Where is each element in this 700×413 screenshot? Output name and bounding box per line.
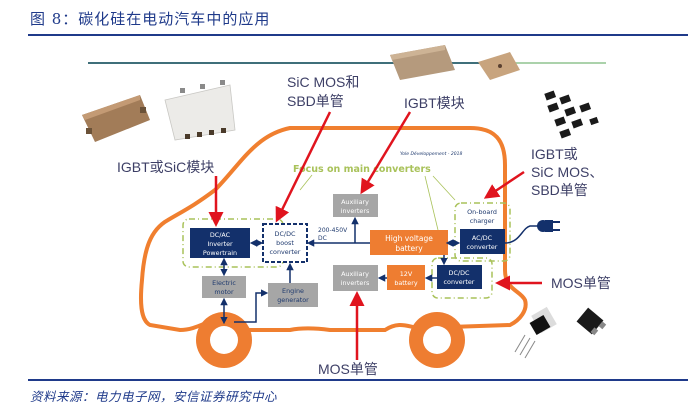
svg-text:converter: converter: [467, 243, 498, 251]
svg-text:Inverter: Inverter: [207, 240, 233, 248]
svg-text:DC/DC: DC/DC: [275, 230, 296, 238]
focus-label: Focus on main converters: [293, 164, 431, 175]
block-acdc-converter: AC/DC converter: [460, 229, 505, 254]
svg-text:converter: converter: [270, 248, 301, 256]
svg-text:converter: converter: [444, 278, 475, 286]
igbt-module-photo-left: [82, 95, 150, 142]
onboard-charger-label: charger: [470, 217, 495, 225]
power-flow-connections: [220, 216, 538, 325]
svg-text:Auxiliary: Auxiliary: [341, 270, 369, 278]
voltage-label: 200-450V: [318, 227, 348, 234]
block-engine-generator: Engine generator: [268, 283, 318, 307]
svg-text:DC/AC: DC/AC: [210, 231, 231, 239]
yole-credit: Yole Développement - 2018: [400, 150, 462, 157]
svg-text:12V: 12V: [400, 270, 413, 278]
callout-igbt-or-sic-module: IGBT或SiC模块: [117, 159, 214, 175]
svg-text:High voltage: High voltage: [385, 234, 433, 243]
igbt-module-photo-small: [478, 52, 520, 80]
rear-wheel: [409, 312, 465, 368]
callout-charger-line1: IGBT或: [531, 146, 578, 162]
block-dcac-inverter: DC/AC Inverter Powertrain: [190, 228, 250, 258]
callout-charger-line3: SBD单管: [531, 182, 588, 198]
block-12v-battery: 12V battery: [387, 265, 425, 290]
svg-text:DC/DC: DC/DC: [449, 269, 470, 277]
to220-transistor-photo: [514, 306, 557, 359]
callout-mos-discrete-bottom: MOS单管: [318, 361, 378, 377]
block-hv-battery: High voltage battery: [370, 230, 448, 255]
callout-charger-line2: SiC MOS、: [531, 164, 603, 180]
callout-arrows: [208, 111, 542, 360]
svg-text:Auxiliary: Auxiliary: [341, 198, 369, 206]
discrete-transistors-photo: [544, 90, 599, 139]
block-aux-inverters-top: Auxiliary inverters: [333, 194, 378, 217]
focus-pointer: [299, 174, 313, 191]
callout-sic-mos-sbd-line2: SBD单管: [287, 93, 344, 109]
svg-text:Powertrain: Powertrain: [203, 249, 237, 257]
svg-text:inverters: inverters: [341, 279, 370, 287]
block-aux-inverters-bottom: Auxiliary inverters: [333, 265, 378, 291]
svg-text:inverters: inverters: [341, 207, 370, 215]
svg-text:motor: motor: [214, 288, 234, 296]
focus-pointer: [424, 175, 439, 231]
svg-text:battery: battery: [395, 244, 423, 253]
svg-text:boost: boost: [276, 239, 294, 247]
dpak-transistor-photo: [576, 307, 607, 336]
block-dcdc-boost: DC/DC boost converter: [262, 223, 308, 263]
onboard-charger-label: On-board: [467, 208, 497, 216]
focus-region-drivetrain: [182, 218, 284, 268]
igbt-module-photo-top: [390, 45, 455, 80]
focus-pointer: [432, 175, 456, 201]
title-divider: [28, 34, 688, 36]
sic-module-photo-white: [164, 80, 236, 141]
figure-title: 图 8：碳化硅在电动汽车中的应用: [30, 10, 271, 28]
block-dcdc-converter: DC/DC converter: [437, 265, 482, 289]
svg-text:generator: generator: [277, 296, 309, 304]
callout-sic-mos-sbd-line1: SiC MOS和: [287, 74, 359, 90]
svg-text:battery: battery: [394, 279, 418, 287]
charging-plug-icon: [537, 220, 560, 232]
callout-mos-discrete-right: MOS单管: [551, 275, 611, 291]
footer-divider: [28, 379, 688, 381]
voltage-label-unit: DC: [318, 235, 327, 242]
svg-text:Engine: Engine: [282, 287, 304, 295]
focus-region-charger: [454, 202, 511, 262]
svg-text:Electric: Electric: [212, 279, 236, 287]
front-wheel: [196, 312, 252, 368]
svg-text:AC/DC: AC/DC: [472, 234, 493, 242]
figure-source: 资料来源：电力电子网，安信证券研究中心: [30, 389, 278, 404]
block-electric-motor: Electric motor: [202, 276, 246, 298]
callout-igbt-module: IGBT模块: [404, 95, 465, 111]
